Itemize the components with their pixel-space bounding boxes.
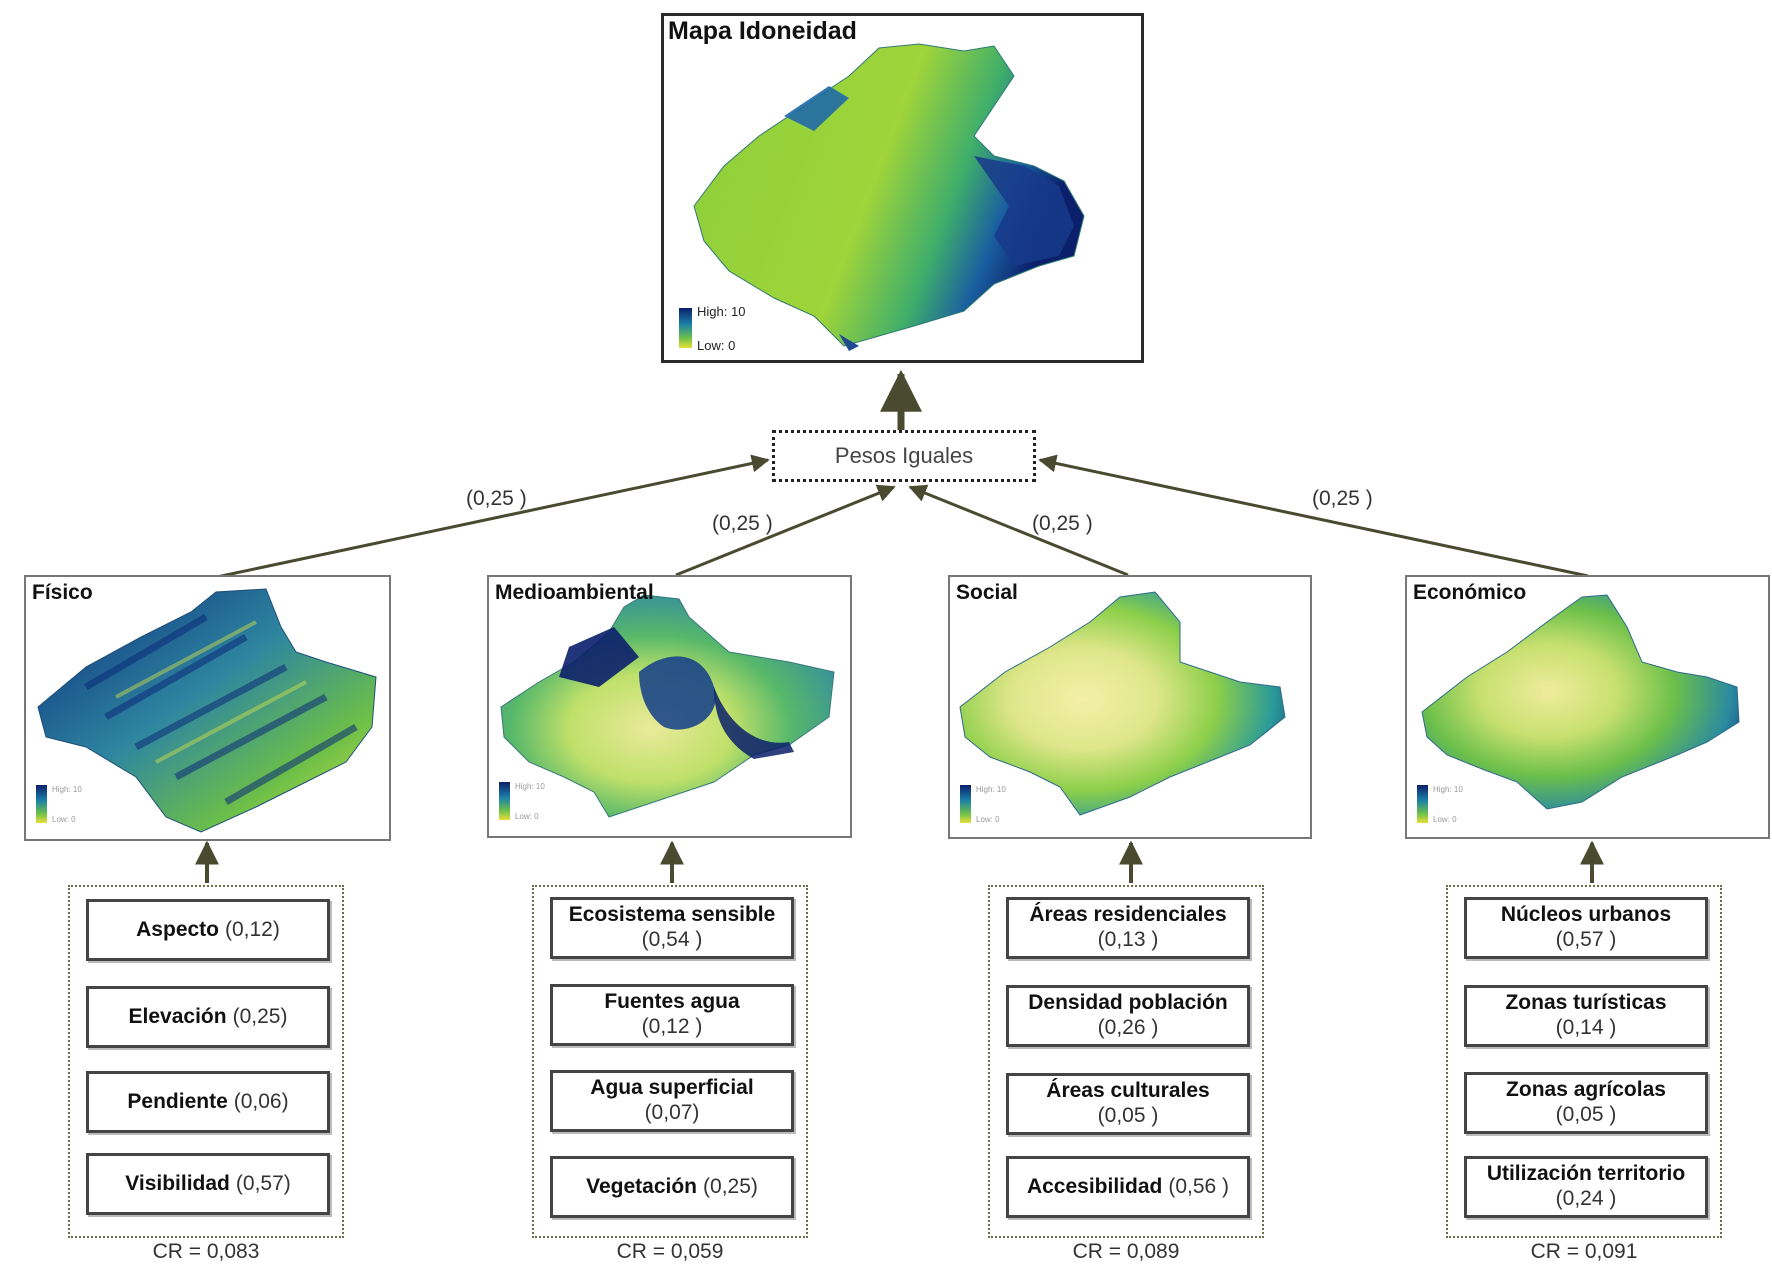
legend-high-label: High: 10 <box>52 785 82 794</box>
economico-title: Económico <box>1413 581 1527 604</box>
legend-low-label: Low: 0 <box>1433 815 1457 824</box>
suitability-map-title: Mapa Idoneidad <box>668 17 857 45</box>
legend-high-label: High: 10 <box>697 304 746 319</box>
suitability-map-image <box>693 43 1085 351</box>
legend-low-label: Low: 0 <box>697 338 736 353</box>
pesos-iguales-label: Pesos Iguales <box>834 443 974 468</box>
criterion-weight: (0,57 ) <box>1555 928 1617 951</box>
criterion-name: Zonas agrícolas <box>1506 1078 1666 1102</box>
cr-economico: CR = 0,091 <box>1530 1240 1638 1263</box>
criterion-zonas-agricolas: Zonas agrícolas (0,05 ) <box>1464 1072 1708 1134</box>
social-map-image <box>959 591 1286 816</box>
criterion-name: Aspecto <box>136 917 219 941</box>
arrow-medio-to-pesos <box>675 484 896 577</box>
medioambiental-map-image <box>500 594 835 818</box>
pesos-iguales-node: Pesos Iguales <box>772 430 1036 482</box>
legend-color-ramp <box>960 785 971 823</box>
criterion-areas-residenciales: Áreas residenciales (0,13 ) <box>1006 897 1250 959</box>
medioambiental-title: Medioambiental <box>495 581 654 604</box>
criterion-name: Utilización territorio <box>1486 1162 1686 1186</box>
criterion-nucleos-urbanos: Núcleos urbanos (0,57 ) <box>1464 897 1708 959</box>
criterion-weight: (0,07) <box>644 1101 700 1124</box>
weight-label-medioambiental: (0,25 ) <box>712 512 773 535</box>
criterion-name: Fuentes agua <box>604 990 740 1014</box>
criterion-weight: (0,12) <box>225 917 280 941</box>
criterion-name: Densidad población <box>1028 991 1228 1015</box>
economico-map-image <box>1421 594 1740 810</box>
criterion-weight: (0,25) <box>232 1004 288 1028</box>
criterion-elevacion: Elevación (0,25) <box>86 986 330 1048</box>
factor-map-medioambiental: Medioambiental High: 10 Low: 0 <box>487 575 852 838</box>
criterion-pendiente: Pendiente (0,06) <box>86 1071 330 1133</box>
criterion-densidad-poblacion: Densidad población (0,26 ) <box>1006 985 1250 1047</box>
criterion-weight: (0,06) <box>233 1089 289 1113</box>
criteria-group-social: Áreas residenciales (0,13 ) Densidad pob… <box>988 885 1264 1238</box>
arrow-fisico-to-pesos <box>211 454 770 580</box>
legend-low-label: Low: 0 <box>976 815 1000 824</box>
weight-label-economico: (0,25 ) <box>1312 487 1373 510</box>
criterion-name: Zonas turísticas <box>1505 991 1667 1015</box>
criterion-name: Vegetación <box>586 1174 698 1198</box>
suitability-map-panel: Mapa Idoneidad High: 10 Low: 0 <box>661 13 1144 363</box>
criterion-weight: (0,24 ) <box>1555 1187 1617 1210</box>
legend-color-ramp <box>36 785 47 823</box>
cr-medioambiental: CR = 0,059 <box>616 1240 724 1263</box>
criterion-utilizacion-territorio: Utilización territorio (0,24 ) <box>1464 1156 1708 1218</box>
fisico-map-image <box>37 588 377 833</box>
legend-color-ramp <box>679 308 692 348</box>
criterion-name: Visibilidad <box>125 1171 230 1195</box>
criterion-weight: (0,56 ) <box>1168 1174 1230 1198</box>
criterion-weight: (0,26 ) <box>1097 1016 1159 1039</box>
fisico-title: Físico <box>32 581 93 604</box>
criterion-fuentes-agua: Fuentes agua (0,12 ) <box>550 984 794 1046</box>
criterion-name: Áreas residenciales <box>1029 903 1227 927</box>
social-title: Social <box>956 581 1018 604</box>
arrow-economico-to-pesos <box>1038 454 1589 578</box>
weight-label-social: (0,25 ) <box>1032 512 1093 535</box>
cr-social: CR = 0,089 <box>1072 1240 1180 1263</box>
criterion-name: Accesibilidad <box>1026 1174 1163 1198</box>
legend-color-ramp <box>1417 785 1428 823</box>
criterion-weight: (0,57) <box>235 1171 291 1195</box>
legend-low-label: Low: 0 <box>515 812 539 821</box>
criteria-group-economico: Núcleos urbanos (0,57 ) Zonas turísticas… <box>1446 885 1722 1238</box>
criterion-visibilidad: Visibilidad (0,57) <box>86 1153 330 1215</box>
cr-fisico: CR = 0,083 <box>152 1240 260 1263</box>
criterion-name: Elevación <box>128 1004 227 1028</box>
criterion-aspecto: Aspecto (0,12) <box>86 899 330 961</box>
criterion-areas-culturales: Áreas culturales (0,05 ) <box>1006 1073 1250 1135</box>
criterion-name: Ecosistema sensible <box>568 903 776 927</box>
criterion-ecosistema-sensible: Ecosistema sensible (0,54 ) <box>550 897 794 959</box>
criterion-name: Agua superficial <box>590 1076 754 1100</box>
criterion-weight: (0,13 ) <box>1097 928 1159 951</box>
criterion-name: Núcleos urbanos <box>1500 903 1672 927</box>
legend-low-label: Low: 0 <box>52 815 76 824</box>
factor-map-social: Social High: 10 Low: 0 <box>948 575 1312 839</box>
criterion-weight: (0,12 ) <box>641 1015 703 1038</box>
criterion-agua-superficial: Agua superficial (0,07) <box>550 1070 794 1132</box>
factor-map-fisico: Físico High: 10 Low: 0 <box>24 575 391 841</box>
criterion-name: Áreas culturales <box>1046 1079 1210 1103</box>
criterion-weight: (0,25) <box>703 1174 758 1198</box>
criteria-group-fisico: Aspecto (0,12) Elevación (0,25) Pendient… <box>68 885 344 1238</box>
legend-high-label: High: 10 <box>515 782 545 791</box>
legend-high-label: High: 10 <box>976 785 1006 794</box>
legend-high-label: High: 10 <box>1433 785 1463 794</box>
legend-color-ramp <box>499 782 510 820</box>
weight-label-fisico: (0,25 ) <box>466 487 527 510</box>
criterion-weight: (0,54 ) <box>641 928 703 951</box>
criterion-accesibilidad: Accesibilidad (0,56 ) <box>1006 1156 1250 1218</box>
criteria-group-medioambiental: Ecosistema sensible (0,54 ) Fuentes agua… <box>532 885 808 1238</box>
arrow-social-to-pesos <box>908 484 1129 577</box>
criterion-vegetacion: Vegetación (0,25) <box>550 1156 794 1218</box>
criterion-zonas-turisticas: Zonas turísticas (0,14 ) <box>1464 985 1708 1047</box>
criterion-name: Pendiente <box>127 1089 228 1113</box>
criterion-weight: (0,05 ) <box>1097 1104 1159 1127</box>
criterion-weight: (0,05 ) <box>1555 1103 1617 1126</box>
factor-map-economico: Económico High: 10 Low: 0 <box>1405 575 1770 839</box>
criterion-weight: (0,14 ) <box>1555 1016 1617 1039</box>
